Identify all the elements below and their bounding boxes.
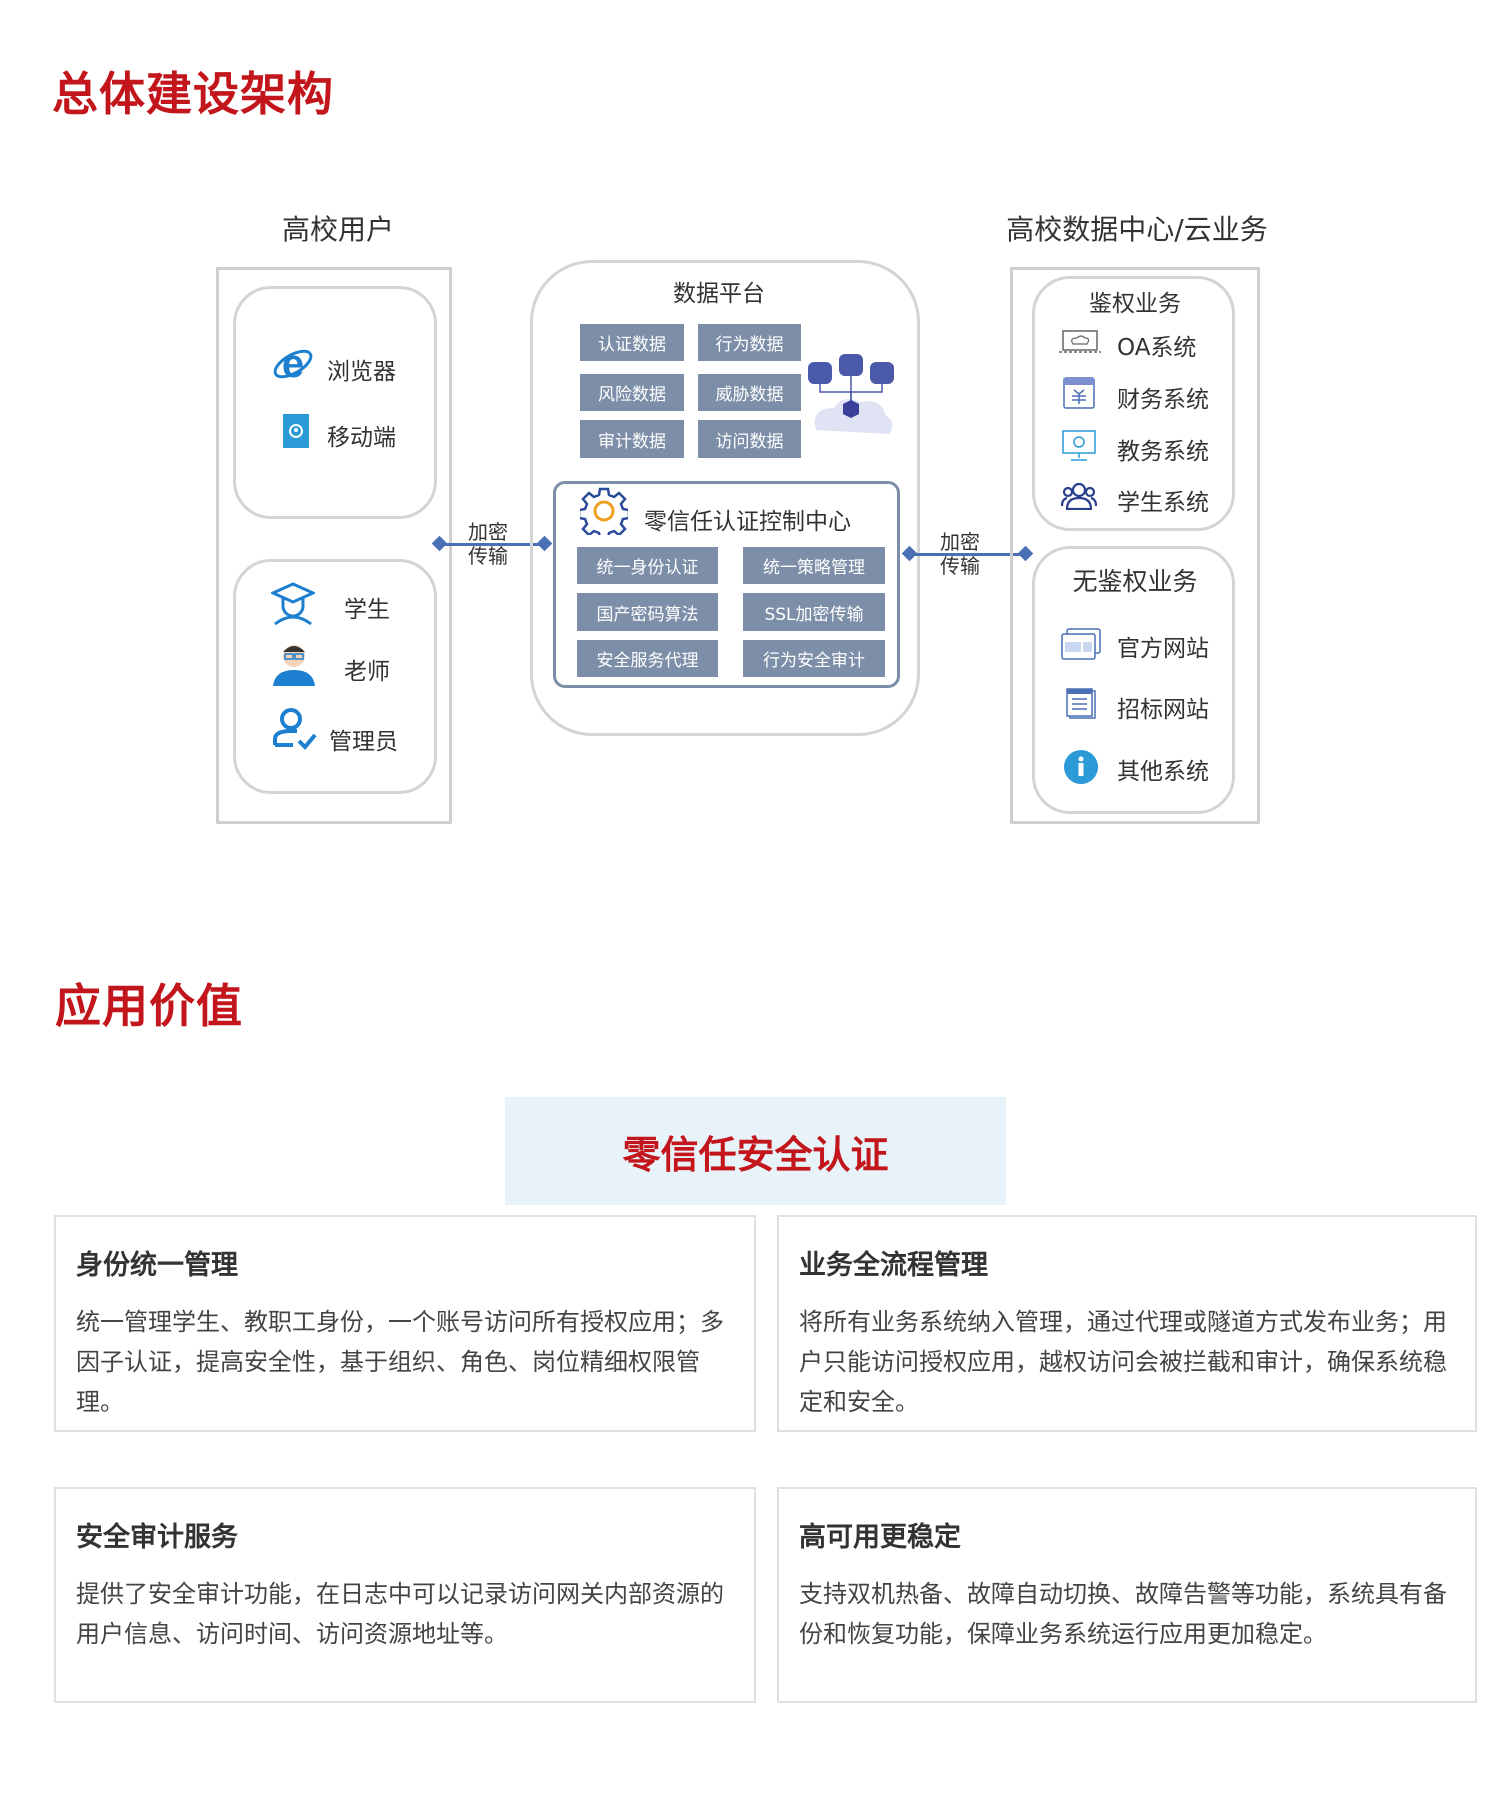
section-title-architecture: 总体建设架构 [52,67,334,121]
gear-icon [580,487,628,535]
clipboard-icon [1066,688,1096,719]
access-group [233,286,437,519]
data-platform [530,260,920,736]
value-card: 业务全流程管理将所有业务系统纳入管理，通过代理或隧道方式发布业务；用户只能访问授… [777,1215,1477,1432]
info-icon [1064,750,1098,784]
control-tile: 国产密码算法 [577,593,718,631]
right-header: 高校数据中心/云业务 [1006,213,1268,246]
role-item-student: 学生 [344,597,390,623]
card-text: 提供了安全审计功能，在日志中可以记录访问网关内部资源的用户信息、访问时间、访问资… [76,1580,724,1648]
platform-title: 数据平台 [673,281,765,307]
value-card: 高可用更稳定支持双机热备、故障自动切换、故障告警等功能，系统具有备份和恢复功能，… [777,1487,1477,1703]
card-text: 支持双机热备、故障自动切换、故障告警等功能，系统具有备份和恢复功能，保障业务系统… [799,1580,1447,1648]
noauth-item-other: 其他系统 [1117,759,1209,785]
left-header: 高校用户 [281,213,395,246]
connector-label-left: 加密传输 [468,520,508,568]
noauth-item-bidding-site: 招标网站 [1117,697,1209,723]
section-title-value: 应用价值 [55,979,243,1033]
access-item-browser: 浏览器 [327,359,396,385]
data-tile: 威胁数据 [698,374,801,411]
card-text: 将所有业务系统纳入管理，通过代理或隧道方式发布业务；用户只能访问授权应用，越权访… [799,1308,1447,1416]
oa-system-icon [1059,330,1101,353]
noauth-item-official-site: 官方网站 [1117,636,1209,662]
database-cloud-icon [808,354,894,434]
auth-item-oa: OA系统 [1117,335,1197,361]
control-tile: SSL加密传输 [743,593,885,631]
data-tile: 认证数据 [580,324,684,361]
card-text: 统一管理学生、教职工身份，一个账号访问所有授权应用；多因子认证，提高安全性，基于… [76,1308,724,1416]
connector-label-line: 加密 [468,520,508,544]
auth-item-student: 学生系统 [1117,490,1209,516]
connector-label-line: 传输 [940,554,980,578]
connector-label-right: 加密传输 [940,530,980,578]
teacher-icon [273,645,315,686]
control-tile: 行为安全审计 [743,640,885,677]
datacenter-container [1010,267,1260,824]
browser-icon: e [273,342,313,386]
control-tile: 统一身份认证 [577,547,718,584]
noauth-title: 无鉴权业务 [1072,567,1198,596]
banner-title: 零信任安全认证 [622,1132,889,1177]
website-icon [1061,628,1101,660]
auth-item-finance: 财务系统 [1117,387,1209,413]
card-title: 安全审计服务 [76,1522,238,1553]
data-tile: 审计数据 [580,420,684,458]
data-tile: 风险数据 [580,374,684,411]
access-item-mobile: 移动端 [327,425,396,451]
roles-group [233,559,437,794]
zero-trust-control-center [553,481,900,688]
data-tile: 访问数据 [698,420,801,458]
academic-system-icon [1062,430,1096,461]
auth-title: 鉴权业务 [1089,291,1181,317]
connector-label-line: 传输 [468,544,508,568]
control-tile: 安全服务代理 [577,640,718,677]
data-tile: 行为数据 [698,324,801,361]
finance-system-icon [1063,377,1095,409]
card-title: 业务全流程管理 [799,1250,988,1281]
student-icon [271,582,315,626]
encrypted-link-right [910,553,1025,556]
value-card: 身份统一管理统一管理学生、教职工身份，一个账号访问所有授权应用；多因子认证，提高… [54,1215,756,1432]
card-title: 高可用更稳定 [799,1522,961,1553]
connector-label-line: 加密 [940,530,980,554]
mobile-icon [283,414,309,448]
control-tile: 统一策略管理 [743,547,885,584]
admin-icon [273,708,317,750]
users-group-icon [1061,482,1097,510]
value-card: 安全审计服务提供了安全审计功能，在日志中可以记录访问网关内部资源的用户信息、访问… [54,1487,756,1703]
banner: 零信任安全认证 [505,1097,1006,1205]
role-item-teacher: 老师 [344,659,390,685]
auth-item-academic: 教务系统 [1117,439,1209,465]
control-center-title: 零信任认证控制中心 [644,509,851,535]
card-title: 身份统一管理 [76,1250,238,1281]
svg-text:e: e [282,342,304,386]
role-item-admin: 管理员 [329,729,398,755]
encrypted-link-left [440,543,544,546]
